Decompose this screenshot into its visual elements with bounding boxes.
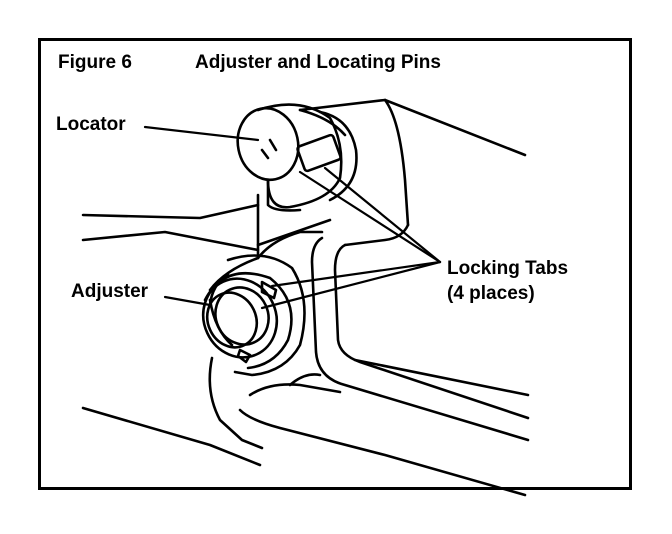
tab-leader-4 — [260, 260, 442, 310]
leader-lines — [143, 125, 442, 310]
tab-leader-1 — [323, 166, 442, 264]
adjuster — [201, 254, 306, 377]
locator-label: Locator — [56, 114, 126, 135]
lamp-housing — [298, 98, 530, 442]
figure-title: Adjuster and Locating Pins — [195, 52, 441, 73]
tab-leader-3 — [270, 260, 442, 288]
locking-tabs-label-line1: Locking Tabs — [447, 258, 569, 279]
adjuster-leader — [163, 295, 212, 307]
locator-leader — [143, 125, 260, 142]
locking-tabs-label: Locking Tabs (4 places) — [447, 256, 568, 306]
tab-leader-2 — [298, 170, 442, 264]
figure-frame — [38, 38, 632, 490]
figure-number: Figure 6 — [58, 52, 132, 73]
locking-tabs-label-line2: (4 places) — [447, 283, 535, 304]
adjuster-label: Adjuster — [71, 281, 149, 302]
lower-frame — [81, 356, 527, 497]
locator-pin — [236, 103, 358, 212]
